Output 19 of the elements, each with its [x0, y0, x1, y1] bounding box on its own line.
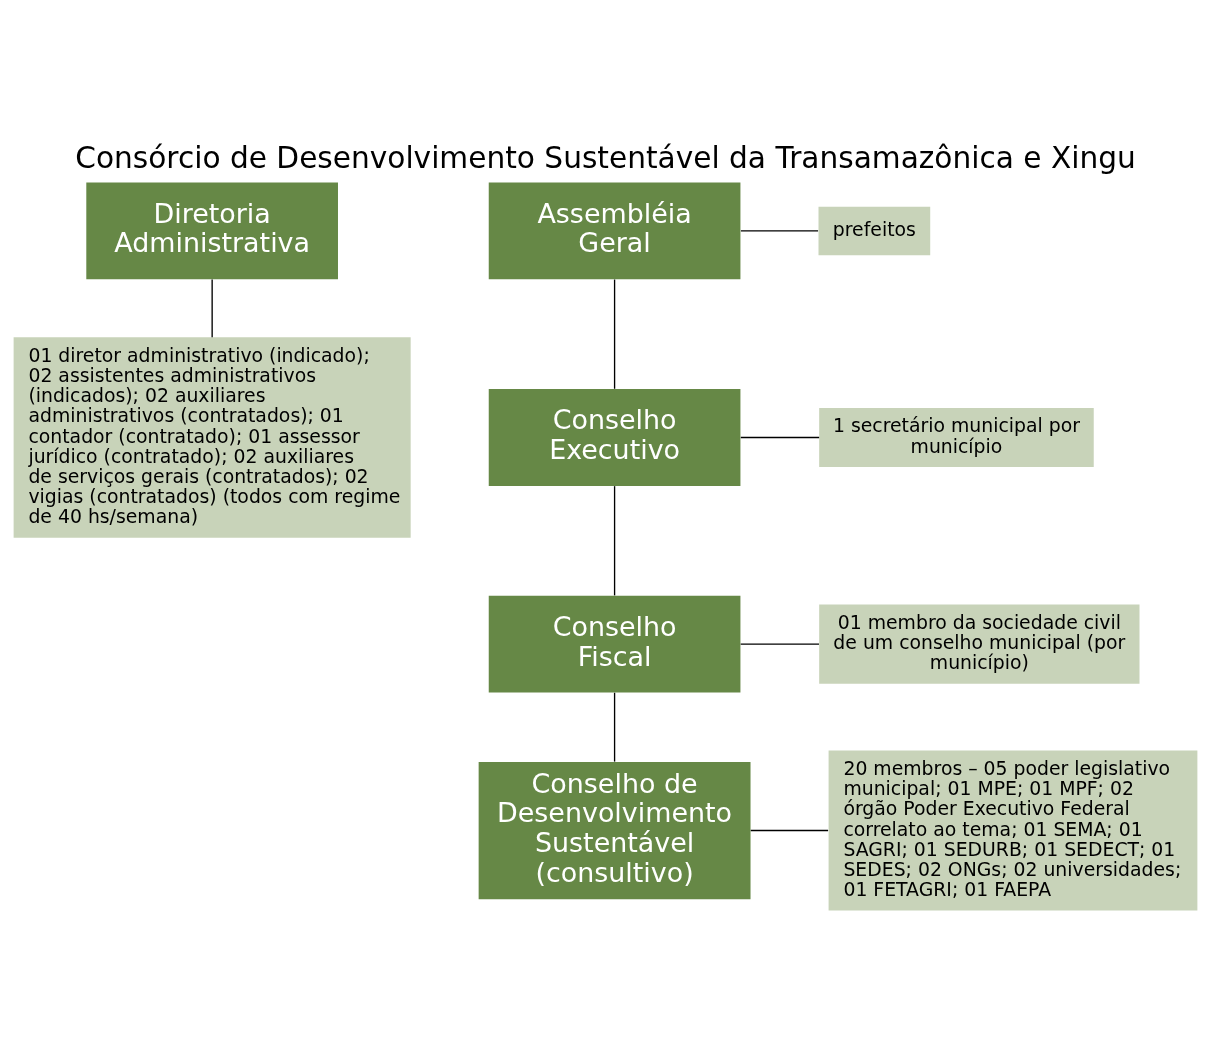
connector	[740, 436, 820, 439]
diagram-title: Consórcio de Desenvolvimento Sustentável da Transamazônica e Xingu	[75, 141, 1136, 176]
node-box: 1 secretário municipal por município	[819, 407, 1094, 468]
node-box: Diretoria Administrativa	[86, 182, 338, 280]
connector	[211, 278, 213, 338]
connector	[750, 829, 829, 832]
node-box: 20 membros – 05 poder legislativo municipal; 01 MPE; 01 MPF; 02 órgão Poder Executivo Federal correlato ao tema; 01 SEMA; 01 SAGRI; 01 SEDURB; 01 SEDECT; 01 SEDES; 02 ONGs; 02 universidades; 01 FETAGRI; 01 FAEPA	[828, 750, 1198, 911]
connector	[613, 692, 616, 763]
node-box: Conselho Executivo	[488, 389, 741, 486]
node-box: Conselho de Desenvolvimento Sustentável (consultivo)	[478, 761, 751, 900]
connector	[613, 485, 616, 597]
node-box: Assembléia Geral	[488, 182, 741, 280]
node-box: Conselho Fiscal	[488, 595, 741, 693]
connector	[740, 643, 820, 645]
node-box: 01 diretor administrativo (indicado); 02 assistentes administrativos (indicados); 02 auxiliares administrativos (contratados); 01 contador (contratado); 01 assessor jurídico (contratado); 02 auxiliares de serviços gerais (contratados); 02 vigias (contratados) (todos com regime de 40 hs/semana)	[13, 337, 411, 538]
connector	[740, 230, 819, 232]
node-box: prefeitos	[818, 206, 931, 256]
node-box: 01 membro da sociedade civil de um conselho municipal (por município)	[819, 604, 1140, 684]
connector	[613, 278, 616, 390]
